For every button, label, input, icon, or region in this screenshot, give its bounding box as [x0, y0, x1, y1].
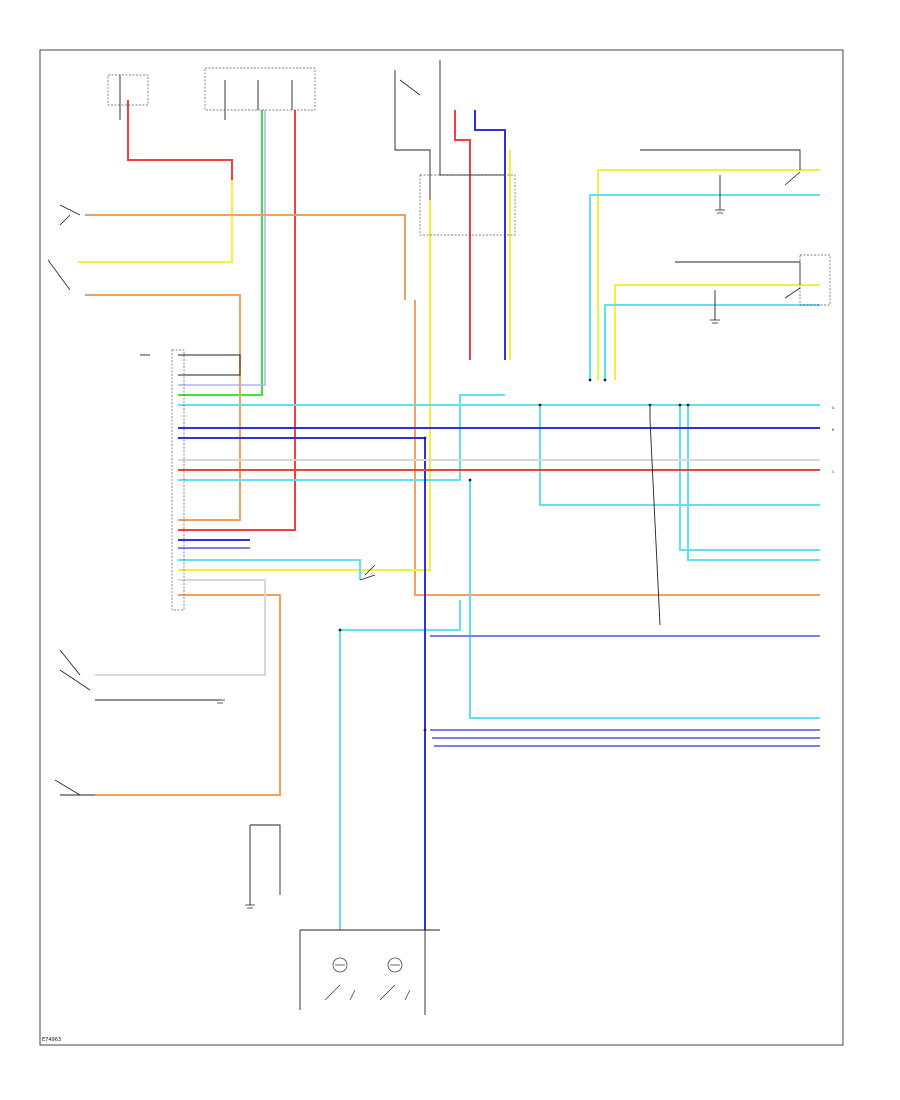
wire-black-gnd-top — [439, 60, 505, 176]
figure-id: E74963 — [42, 1037, 61, 1043]
wire-black-door-lock — [649, 405, 661, 626]
wire-white-lamp — [95, 579, 266, 676]
wire-lavender-power — [178, 110, 266, 386]
wire-blue-second — [178, 437, 426, 930]
wire-yellow-right-2 — [614, 284, 820, 380]
wire-cyan-drop — [340, 600, 461, 631]
splice-6 — [423, 728, 427, 732]
splice-7 — [338, 628, 342, 632]
wire-orange-switch — [85, 214, 406, 300]
wire-cyan-gauge — [178, 559, 361, 580]
wire-black-ground-bottom — [250, 824, 281, 895]
splice-2 — [678, 403, 682, 407]
wire-cyan-lower — [469, 480, 820, 719]
splice-4 — [423, 436, 427, 440]
wire-layer — [78, 100, 820, 930]
splice-8 — [648, 403, 652, 407]
switch-door-front — [59, 669, 91, 691]
ground-layer — [215, 209, 725, 909]
wire-cyan-branch-a — [539, 405, 820, 506]
switch-door-rear — [54, 779, 81, 796]
ground-symbol-left-mid — [215, 699, 225, 704]
wire-cyan-right-2 — [604, 304, 820, 380]
splice-3 — [686, 403, 690, 407]
wire-black-sw-2 — [59, 649, 81, 676]
wire-cyan-feed — [178, 394, 505, 481]
relay-box — [419, 174, 516, 236]
splice-5 — [468, 478, 472, 482]
switch-hazard — [59, 204, 81, 226]
wire-yellow-left — [78, 180, 233, 263]
wire-black-right-top — [640, 149, 801, 170]
wire-red-fuse-feed — [127, 100, 233, 210]
wire-red-ignition — [178, 110, 296, 531]
wire-yellow-mid — [178, 200, 431, 571]
edge-tag-c: C — [832, 470, 835, 474]
wire-black-right-mid — [675, 261, 801, 285]
wire-black-sensor — [394, 70, 431, 200]
wire-cyan-right-1 — [589, 194, 820, 380]
switch-gauge — [364, 564, 376, 576]
edge-tag-b: B — [832, 428, 835, 432]
wire-cyan-branch-b — [679, 405, 820, 551]
wire-orange-long — [414, 300, 820, 596]
lamp-layer — [324, 957, 411, 1001]
black-wire-layer — [59, 60, 801, 1015]
ground-symbol-right-top — [715, 209, 725, 214]
lamp-bulb-right — [387, 957, 403, 973]
wire-cyan-branch-c — [687, 405, 820, 561]
wire-black-ground-1 — [178, 354, 241, 376]
switch-right-top — [784, 171, 801, 186]
switch-layer — [47, 79, 801, 796]
wire-red-mid — [454, 110, 471, 360]
switch-right-bottom — [784, 287, 801, 299]
ground-symbol-bottom — [245, 904, 255, 909]
fuse-box-mid — [204, 67, 316, 111]
wire-blue-top — [474, 110, 506, 360]
switch-sensor — [399, 79, 421, 96]
wire-black-gauge-post — [359, 574, 376, 581]
wire-orange-bottom — [95, 594, 281, 796]
splice-1 — [538, 403, 542, 407]
right-edge-tags: A B C — [832, 406, 835, 474]
splice-10 — [603, 378, 607, 382]
lamp-switch-left — [324, 984, 356, 1001]
wire-yellow-right-1 — [597, 169, 820, 380]
body-control-module — [171, 349, 185, 611]
wire-orange-door — [85, 294, 241, 521]
edge-tag-a: A — [832, 406, 835, 410]
wire-green-battery-power — [178, 110, 263, 396]
diagram-frame — [39, 49, 844, 1046]
sensor-box — [799, 254, 831, 306]
ground-symbol-right-mid — [710, 319, 720, 324]
lamp-bulb-left — [332, 957, 348, 973]
switch-key — [47, 259, 71, 291]
splice-layer — [338, 378, 690, 732]
component-layer — [107, 67, 831, 611]
splice-9 — [588, 378, 592, 382]
lamp-switch-right — [379, 984, 411, 1001]
